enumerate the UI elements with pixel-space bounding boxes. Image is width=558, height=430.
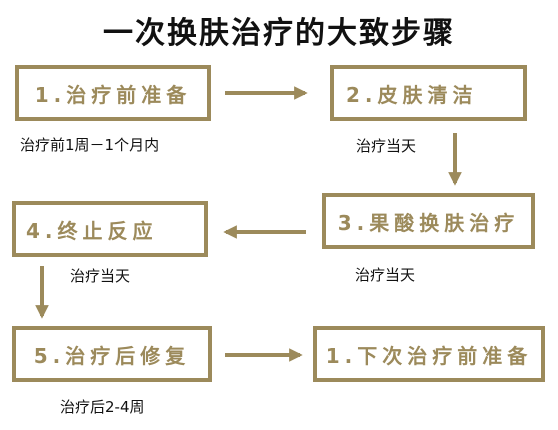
step-box-fruit-acid-peel: 3.果酸换肤治疗	[322, 193, 535, 249]
step-label-prep: 1.治疗前准备	[34, 82, 192, 107]
step-note-cleansing: 治疗当天	[356, 137, 417, 155]
step-label-repair: 5.治疗后修复	[33, 343, 191, 368]
step-label-fruit-acid-peel: 3.果酸换肤治疗	[337, 210, 520, 235]
step-label-cleansing: 2.皮肤清洁	[346, 82, 478, 107]
step-note-repair: 治疗后2-4周	[60, 398, 145, 416]
step-box-repair: 5.治疗后修复	[12, 326, 212, 382]
step-note-neutralize: 治疗当天	[70, 267, 131, 285]
diagram-title: 一次换肤治疗的大致步骤	[103, 16, 455, 51]
step-box-neutralize: 4.终止反应	[12, 201, 208, 257]
step-box-next-prep: 1.下次治疗前准备	[313, 326, 545, 382]
step-label-neutralize: 4.终止反应	[26, 218, 158, 243]
step-note-prep: 治疗前1周－1个月内	[20, 136, 160, 154]
step-label-next-prep: 1.下次治疗前准备	[325, 343, 533, 368]
step-box-prep: 1.治疗前准备	[15, 65, 211, 121]
step-box-cleansing: 2.皮肤清洁	[330, 65, 527, 121]
step-note-fruit-acid-peel: 治疗当天	[355, 266, 416, 284]
